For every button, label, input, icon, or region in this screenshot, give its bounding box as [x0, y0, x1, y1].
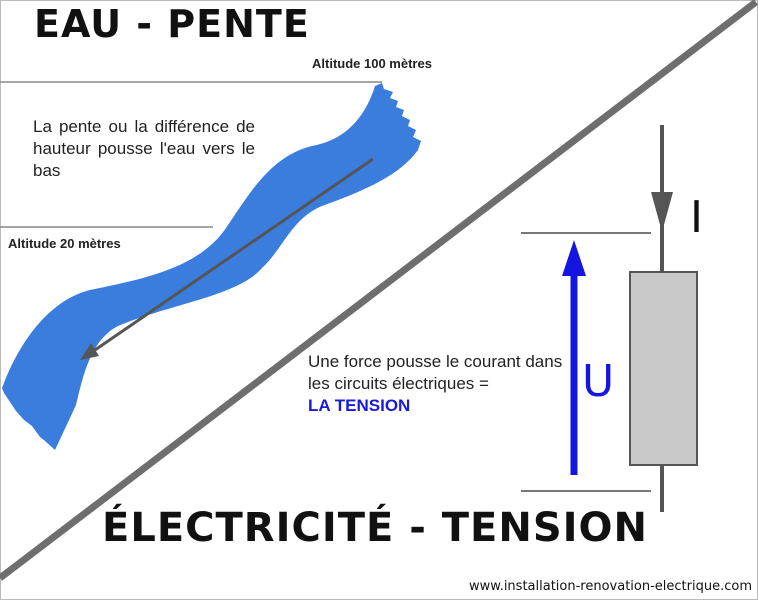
electricity-description: Une force pousse le courant dans les cir… — [308, 352, 563, 393]
source-url: www.installation-renovation-electrique.c… — [468, 579, 752, 594]
voltage-arrow-head — [562, 240, 586, 276]
water-flow-arrow-head — [80, 343, 99, 360]
current-arrow-head — [651, 192, 673, 232]
electricity-description-block: Une force pousse le courant dans les cir… — [308, 351, 568, 417]
tension-highlight: LA TENSION — [308, 396, 411, 415]
electricity-title: ÉLECTRICITÉ - TENSION — [102, 505, 649, 551]
diagonal-divider — [0, 0, 758, 581]
altitude-high-label: Altitude 100 mètres — [312, 56, 432, 71]
water-flow-arrow-line — [94, 157, 374, 352]
water-title: EAU - PENTE — [34, 2, 310, 46]
water-description: La pente ou la différence de hauteur pou… — [33, 117, 255, 180]
altitude-low-label: Altitude 20 mètres — [8, 236, 121, 251]
water-stream — [2, 83, 421, 450]
current-symbol: I — [690, 192, 703, 243]
voltage-symbol: U — [582, 356, 614, 407]
resistor — [629, 271, 698, 466]
